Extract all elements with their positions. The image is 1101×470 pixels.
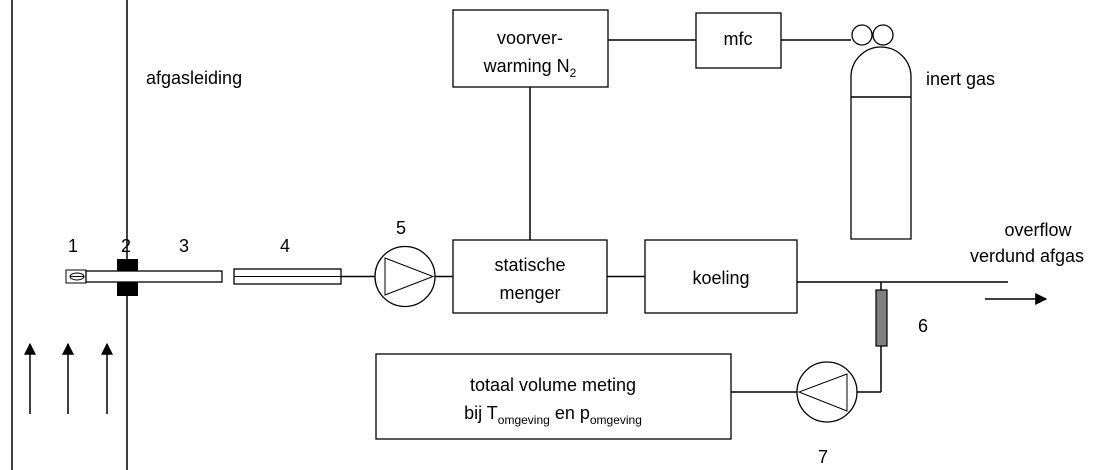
cooling-box — [644, 239, 798, 314]
volume-meter-label-line2: bij Tomgeving en pomgeving — [464, 403, 642, 427]
preheat-warming-n: warming N — [483, 56, 570, 76]
label-7: 7 — [818, 447, 828, 467]
static-mixer-label-line1: statische — [494, 255, 565, 275]
volume-meter-sub-t: omgeving — [498, 413, 550, 427]
duct-label: afgasleiding — [146, 68, 242, 88]
volume-meter-box — [375, 353, 732, 440]
label-4: 4 — [280, 236, 290, 256]
volume-meter-sub-p: omgeving — [590, 413, 642, 427]
gas-cylinder — [850, 24, 912, 240]
heated-line — [233, 268, 342, 285]
label-5: 5 — [396, 218, 406, 238]
volume-meter-bij-t: bij T — [464, 403, 498, 423]
probe-tube — [85, 270, 223, 283]
cooling-label: koeling — [692, 268, 749, 288]
flow-arrows — [24, 342, 113, 414]
sample-pump — [374, 245, 436, 308]
volume-meter-en-p: en p — [550, 403, 590, 423]
filter-6 — [875, 289, 888, 347]
label-3: 3 — [179, 236, 189, 256]
mfc-label: mfc — [724, 29, 753, 49]
preheat-label-line1: voorver- — [497, 28, 563, 48]
inert-gas-label: inert gas — [926, 69, 995, 89]
volume-meter-label-line1: totaal volume meting — [470, 375, 636, 395]
volume-pump — [796, 361, 858, 423]
label-1: 1 — [68, 236, 78, 256]
label-2: 2 — [121, 236, 131, 256]
overflow-label-line2: verdund afgas — [970, 246, 1084, 266]
preheat-label-line2: warming N2 — [483, 56, 577, 80]
static-mixer-box — [452, 239, 608, 314]
probe-tip — [65, 269, 87, 284]
preheat-subscript: 2 — [570, 66, 577, 80]
mfc-box — [695, 12, 782, 69]
label-6: 6 — [918, 316, 928, 336]
overflow-label-line1: overflow — [1004, 220, 1072, 240]
static-mixer-label-line2: menger — [499, 283, 560, 303]
